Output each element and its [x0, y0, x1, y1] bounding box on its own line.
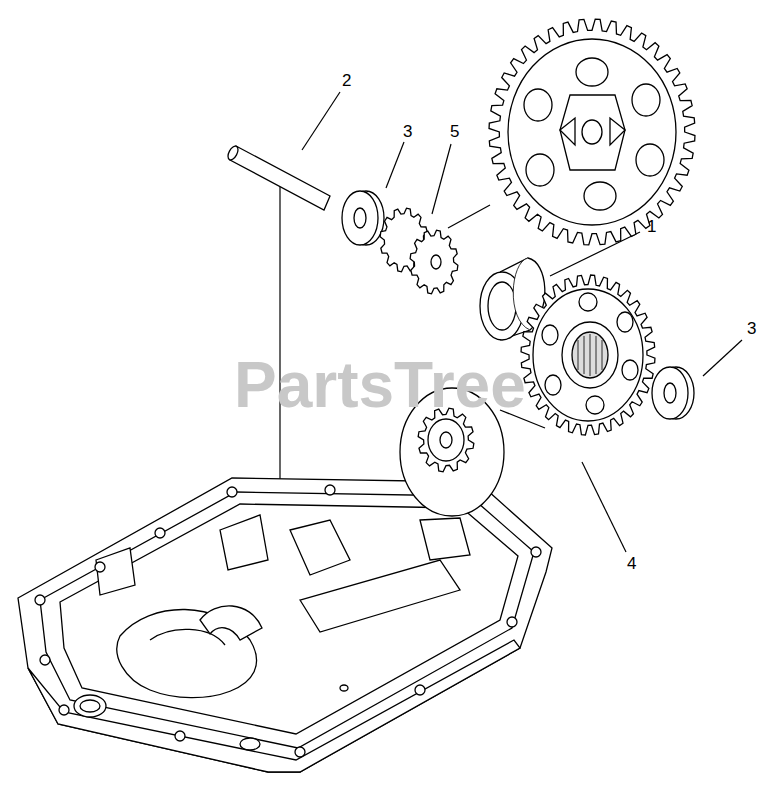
watermark: PartsTree: [234, 353, 526, 417]
pin: [226, 145, 330, 211]
callout-number: 5: [450, 123, 459, 140]
callout-number: 1: [647, 218, 656, 235]
callout-number: 3: [403, 123, 412, 140]
callout-number: 4: [627, 555, 636, 572]
callout-number: 3: [747, 320, 756, 337]
callout-number: 2: [342, 72, 351, 89]
pinion: [380, 208, 458, 294]
washer: [652, 367, 694, 419]
medium-gear: [521, 275, 655, 435]
washer: [342, 191, 384, 245]
large-gear: [489, 19, 695, 245]
housing: [18, 478, 552, 772]
